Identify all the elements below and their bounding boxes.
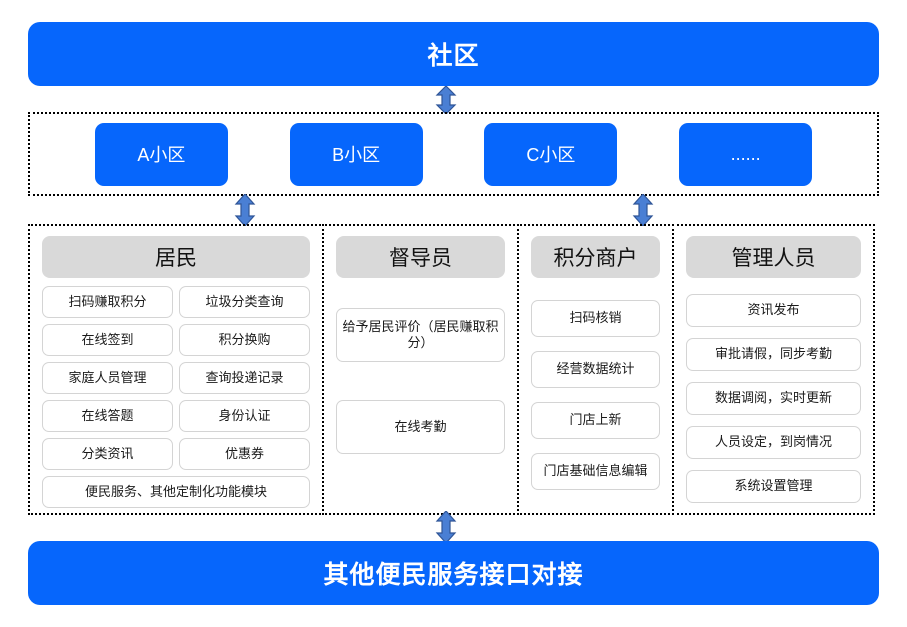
role-item[interactable]: 优惠券	[179, 438, 310, 470]
role-items-merchant: 扫码核销 经营数据统计 门店上新 门店基础信息编辑	[531, 286, 660, 504]
role-item[interactable]: 审批请假，同步考勤	[686, 338, 861, 371]
role-item[interactable]: 扫码核销	[531, 300, 660, 337]
arrow-community-to-top	[435, 86, 457, 114]
role-item[interactable]: 门店基础信息编辑	[531, 453, 660, 490]
community-box-b-label: B小区	[332, 145, 381, 165]
arrow-roles-to-bottom	[435, 511, 457, 543]
role-column-admin: 管理人员 资讯发布 审批请假，同步考勤 数据调阅，实时更新 人员设定，到岗情况 …	[672, 224, 875, 515]
role-header-residents-label: 居民	[155, 247, 197, 270]
community-group-container: A小区 B小区 C小区 ......	[28, 112, 879, 196]
role-column-residents: 居民 扫码赚取积分 垃圾分类查询 在线签到 积分换购 家庭人员管理 查询投递记录…	[28, 224, 324, 515]
arrow-residents-to-community	[234, 194, 256, 226]
role-header-admin-label: 管理人员	[731, 247, 816, 270]
role-header-admin: 管理人员	[686, 236, 861, 278]
role-item[interactable]: 在线答题	[42, 400, 173, 432]
community-box-c[interactable]: C小区	[484, 122, 618, 186]
role-item[interactable]: 便民服务、其他定制化功能模块	[42, 476, 310, 508]
role-item[interactable]: 分类资讯	[42, 438, 173, 470]
role-column-merchant: 积分商户 扫码核销 经营数据统计 门店上新 门店基础信息编辑	[517, 224, 674, 515]
community-box-a[interactable]: A小区	[94, 122, 228, 186]
role-item[interactable]: 门店上新	[531, 402, 660, 439]
role-header-residents: 居民	[42, 236, 310, 278]
community-box-a-label: A小区	[137, 145, 186, 165]
community-box-c-label: C小区	[526, 145, 576, 165]
role-item[interactable]: 在线签到	[42, 324, 173, 356]
community-box-list: A小区 B小区 C小区 ......	[30, 114, 877, 194]
role-items-admin: 资讯发布 审批请假，同步考勤 数据调阅，实时更新 人员设定，到岗情况 系统设置管…	[686, 286, 861, 514]
bottom-banner-label: 其他便民服务接口对接	[323, 561, 584, 589]
community-box-more-label: ......	[730, 143, 761, 164]
role-item[interactable]: 垃圾分类查询	[179, 286, 310, 318]
role-item[interactable]: 查询投递记录	[179, 362, 310, 394]
role-item[interactable]: 经营数据统计	[531, 351, 660, 388]
top-banner-label: 社区	[427, 42, 480, 70]
role-items-supervisor: 给予居民评价（居民赚取积分） 在线考勤	[336, 286, 505, 503]
role-columns: 居民 扫码赚取积分 垃圾分类查询 在线签到 积分换购 家庭人员管理 查询投递记录…	[28, 224, 879, 515]
role-item[interactable]: 家庭人员管理	[42, 362, 173, 394]
arrow-merchant-to-community	[632, 194, 654, 226]
role-item[interactable]: 人员设定，到岗情况	[686, 426, 861, 459]
role-item[interactable]: 数据调阅，实时更新	[686, 382, 861, 415]
role-item[interactable]: 积分换购	[179, 324, 310, 356]
role-header-supervisor: 督导员	[336, 236, 505, 278]
role-item[interactable]: 给予居民评价（居民赚取积分）	[336, 308, 505, 362]
role-item[interactable]: 资讯发布	[686, 294, 861, 327]
role-item[interactable]: 身份认证	[179, 400, 310, 432]
role-header-merchant: 积分商户	[531, 236, 660, 278]
role-item[interactable]: 系统设置管理	[686, 470, 861, 503]
community-box-b[interactable]: B小区	[289, 122, 423, 186]
role-item[interactable]: 扫码赚取积分	[42, 286, 173, 318]
top-banner: 社区	[28, 22, 879, 86]
role-header-merchant-label: 积分商户	[553, 247, 638, 270]
role-item[interactable]: 在线考勤	[336, 400, 505, 454]
role-items-residents: 扫码赚取积分 垃圾分类查询 在线签到 积分换购 家庭人员管理 查询投递记录 在线…	[42, 286, 310, 508]
community-box-more[interactable]: ......	[679, 122, 813, 186]
role-header-supervisor-label: 督导员	[389, 247, 452, 270]
bottom-banner: 其他便民服务接口对接	[28, 541, 879, 605]
role-column-supervisor: 督导员 给予居民评价（居民赚取积分） 在线考勤	[322, 224, 519, 515]
